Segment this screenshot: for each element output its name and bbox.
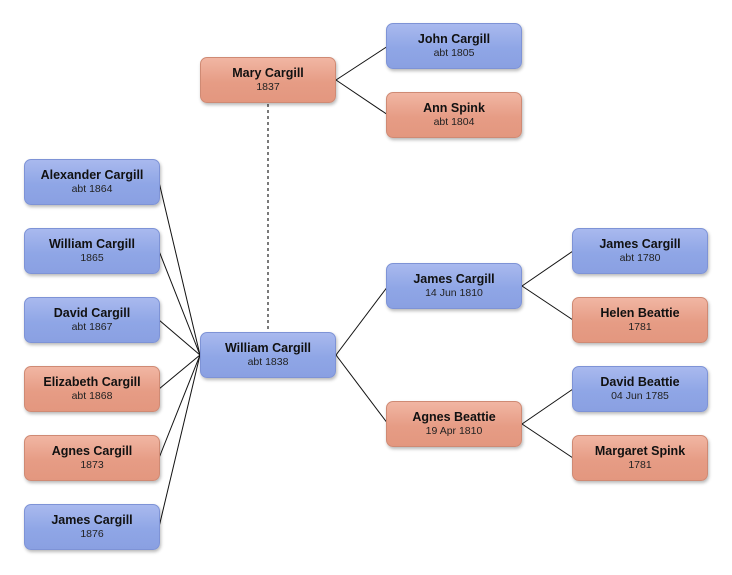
person-date: 14 Jun 1810 (425, 287, 483, 299)
edge-william-david-c (158, 319, 201, 356)
person-node-margaret-spink[interactable]: Margaret Spink 1781 (572, 435, 708, 481)
edge-william-alexander (158, 181, 201, 356)
person-date: abt 1867 (71, 321, 113, 333)
person-date: abt 1780 (619, 252, 661, 264)
person-node-james-cargill-1876[interactable]: James Cargill 1876 (24, 504, 160, 550)
person-name: Helen Beattie (600, 306, 680, 320)
edge-william-agnes-b (335, 354, 389, 425)
edge-william-james-c (158, 354, 201, 528)
person-date: abt 1805 (433, 47, 475, 59)
person-date: 1837 (256, 81, 280, 93)
person-date: 19 Apr 1810 (425, 425, 483, 437)
person-node-james-cargill-1810[interactable]: James Cargill 14 Jun 1810 (386, 263, 522, 309)
person-node-william-cargill-1865[interactable]: William Cargill 1865 (24, 228, 160, 274)
person-node-william-cargill-focus[interactable]: William Cargill abt 1838 (200, 332, 336, 378)
person-node-helen-beattie[interactable]: Helen Beattie 1781 (572, 297, 708, 343)
edge-agnes-b-david-b (521, 388, 574, 425)
person-name: David Cargill (53, 306, 131, 320)
edge-mary-ann (335, 79, 389, 116)
person-date: 04 Jun 1785 (611, 390, 669, 402)
edge-william-james-f (335, 285, 389, 356)
person-node-james-cargill-1780[interactable]: James Cargill abt 1780 (572, 228, 708, 274)
person-node-ann-spink[interactable]: Ann Spink abt 1804 (386, 92, 522, 138)
edge-william-elizabeth (158, 354, 201, 390)
person-node-john-cargill[interactable]: John Cargill abt 1805 (386, 23, 522, 69)
person-name: James Cargill (413, 272, 495, 286)
person-date: abt 1838 (247, 356, 289, 368)
person-name: Agnes Beattie (412, 410, 496, 424)
person-name: John Cargill (417, 32, 491, 46)
person-date: 1865 (80, 252, 104, 264)
edge-agnes-b-margaret (521, 423, 574, 459)
person-name: William Cargill (48, 237, 136, 251)
person-date: abt 1864 (71, 183, 113, 195)
person-name: James Cargill (599, 237, 681, 251)
person-name: David Beattie (600, 375, 680, 389)
person-node-mary-cargill[interactable]: Mary Cargill 1837 (200, 57, 336, 103)
edge-mary-john (335, 45, 389, 81)
edge-william-agnes-c (158, 354, 201, 459)
person-node-david-beattie[interactable]: David Beattie 04 Jun 1785 (572, 366, 708, 412)
person-node-agnes-cargill[interactable]: Agnes Cargill 1873 (24, 435, 160, 481)
person-name: Ann Spink (423, 101, 485, 115)
person-date: abt 1804 (433, 116, 475, 128)
person-name: Margaret Spink (594, 444, 686, 458)
person-name: James Cargill (51, 513, 133, 527)
person-date: 1781 (628, 459, 652, 471)
edge-william-william-c (158, 250, 201, 356)
person-date: 1873 (80, 459, 104, 471)
person-name: Mary Cargill (232, 66, 304, 80)
edge-james-f-helen (521, 285, 574, 321)
person-name: Agnes Cargill (51, 444, 133, 458)
person-date: 1781 (628, 321, 652, 333)
person-node-david-cargill[interactable]: David Cargill abt 1867 (24, 297, 160, 343)
person-date: abt 1868 (71, 390, 113, 402)
person-node-alexander-cargill[interactable]: Alexander Cargill abt 1864 (24, 159, 160, 205)
person-name: William Cargill (224, 341, 312, 355)
person-date: 1876 (80, 528, 104, 540)
person-name: Alexander Cargill (40, 168, 144, 182)
person-node-elizabeth-cargill[interactable]: Elizabeth Cargill abt 1868 (24, 366, 160, 412)
person-name: Elizabeth Cargill (43, 375, 141, 389)
person-node-agnes-beattie[interactable]: Agnes Beattie 19 Apr 1810 (386, 401, 522, 447)
edge-james-f-james-gf (521, 250, 574, 287)
